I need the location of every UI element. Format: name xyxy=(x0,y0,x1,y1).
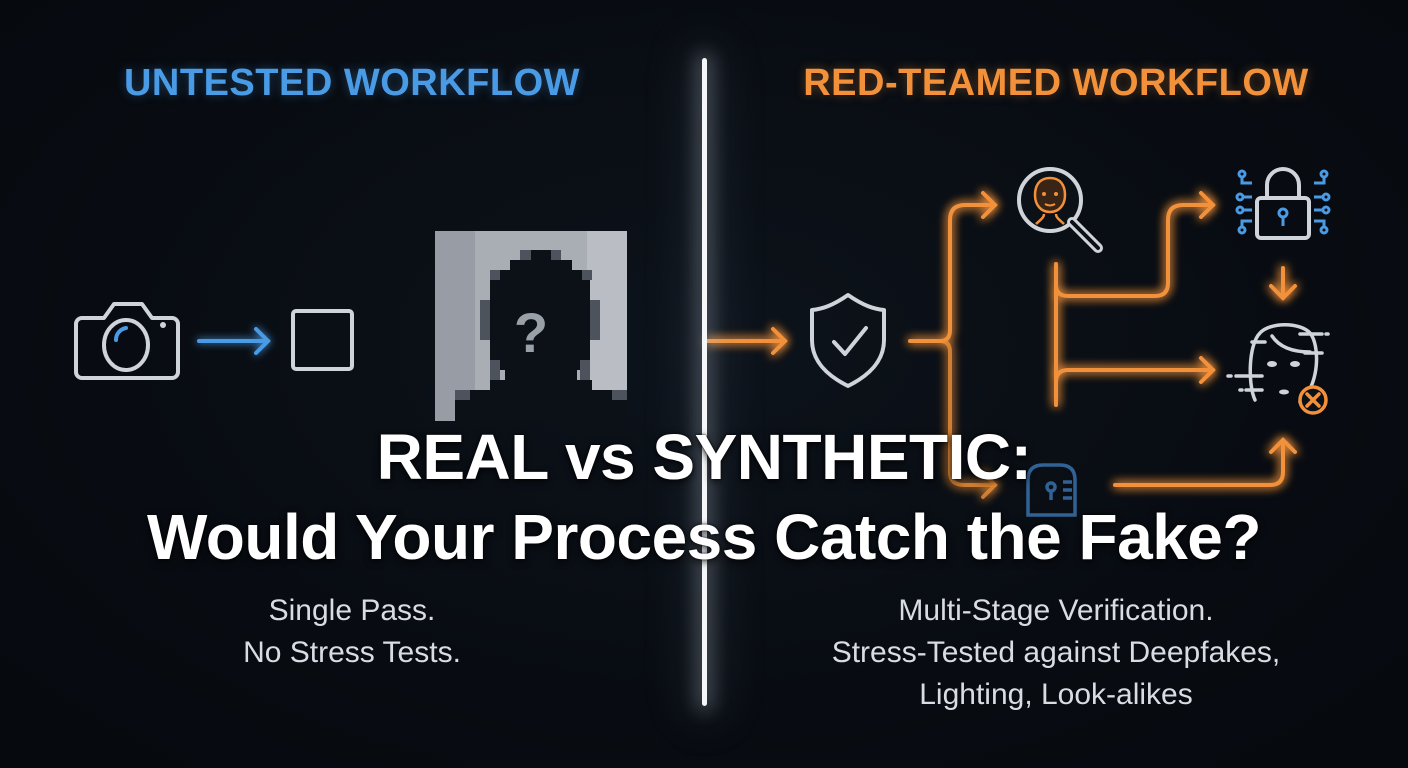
red-teamed-workflow-heading: RED-TEAMED WORKFLOW xyxy=(803,62,1309,104)
right-subtitle-line-2: Stress-Tested against Deepfakes, xyxy=(831,636,1281,669)
blue-arrow-icon xyxy=(197,327,271,355)
left-subtitle-line-2: No Stress Tests. xyxy=(243,636,461,669)
untested-workflow-subtitle: Single Pass. No Stress Tests. xyxy=(0,590,704,674)
title-line-2: Would Your Process Catch the Fake? xyxy=(147,501,1261,573)
blank-frame-icon xyxy=(291,309,354,371)
title-line-1: REAL vs SYNTHETIC: xyxy=(376,421,1032,493)
face-magnifier-icon xyxy=(1017,167,1103,253)
circuit-lock-icon xyxy=(1235,167,1331,240)
left-subtitle-line-1: Single Pass. xyxy=(268,594,436,627)
right-subtitle-line-1: Multi-Stage Verification. xyxy=(898,594,1214,627)
orange-arrow-icon xyxy=(706,327,788,355)
red-teamed-workflow-subtitle: Multi-Stage Verification. Stress-Tested … xyxy=(704,590,1408,716)
untested-workflow-heading: UNTESTED WORKFLOW xyxy=(123,62,580,104)
orange-branch-brace xyxy=(908,191,998,499)
orange-trunk-branches xyxy=(1054,191,1297,487)
pixelated-unknown-person-icon: ? xyxy=(435,231,627,421)
shield-check-icon xyxy=(810,293,886,388)
face-scan-reject-icon xyxy=(1226,323,1330,415)
question-mark-glyph: ? xyxy=(514,301,548,364)
center-divider xyxy=(702,58,707,706)
camera-icon xyxy=(74,302,180,380)
right-subtitle-line-3: Lighting, Look-alikes xyxy=(919,678,1193,711)
document-lock-icon xyxy=(1026,463,1077,517)
